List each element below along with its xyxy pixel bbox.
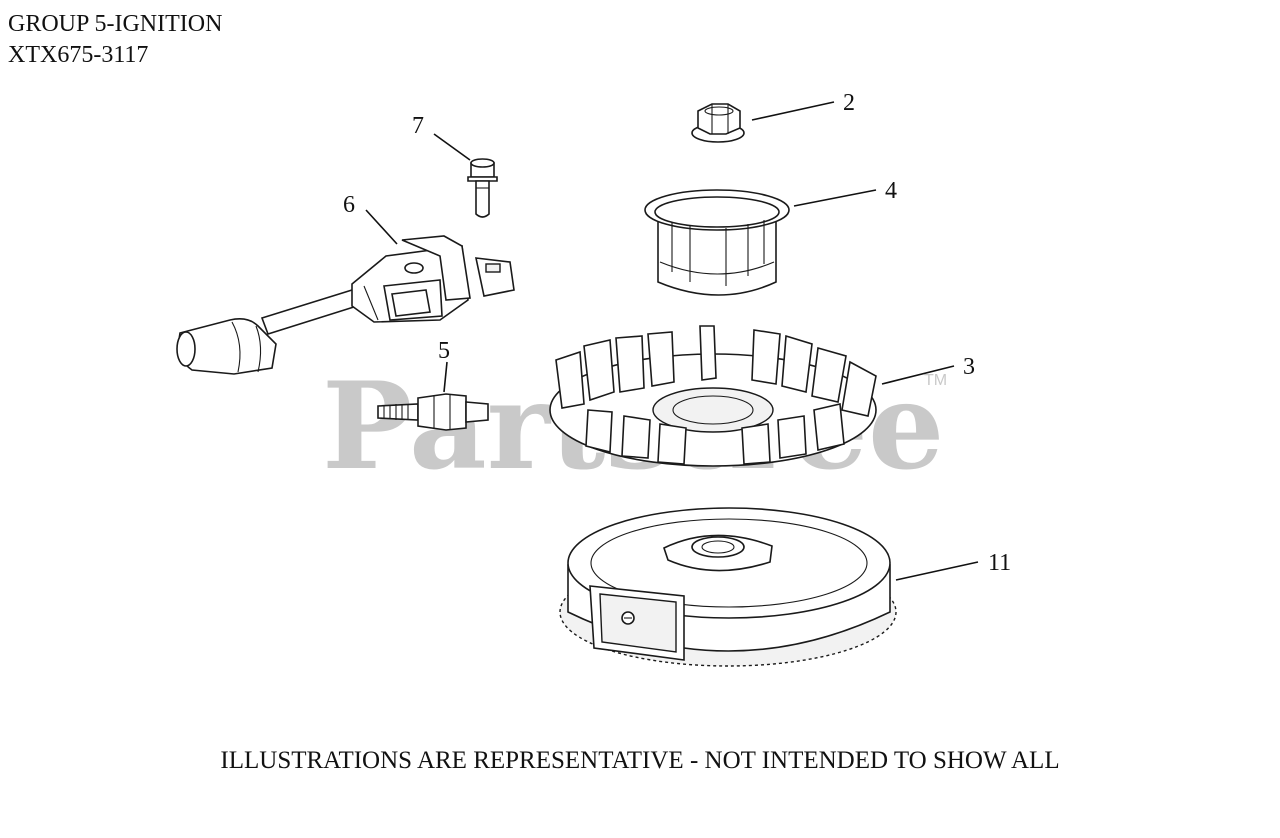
callout-2: 2 <box>843 90 855 116</box>
flywheel-icon[interactable] <box>559 507 897 667</box>
callout-7: 7 <box>412 113 424 139</box>
cup-icon[interactable] <box>644 189 790 296</box>
spark-plug-icon[interactable] <box>377 393 489 431</box>
disclaimer-footer: ILLUSTRATIONS ARE REPRESENTATIVE - NOT I… <box>220 747 1060 774</box>
callout-5: 5 <box>438 338 450 364</box>
callout-4: 4 <box>885 178 897 204</box>
ignition-coil-icon[interactable] <box>176 235 515 375</box>
callout-6: 6 <box>343 192 355 218</box>
group-title: GROUP 5-IGNITION <box>8 11 223 37</box>
watermark-tm: TM <box>924 372 947 389</box>
callout-3: 3 <box>963 354 975 380</box>
model-number: XTX675-3117 <box>8 42 149 68</box>
callout-11: 11 <box>988 550 1011 576</box>
bolt-icon[interactable] <box>467 158 498 218</box>
flange-nut-icon[interactable] <box>691 103 745 143</box>
fan-icon[interactable] <box>549 325 877 467</box>
